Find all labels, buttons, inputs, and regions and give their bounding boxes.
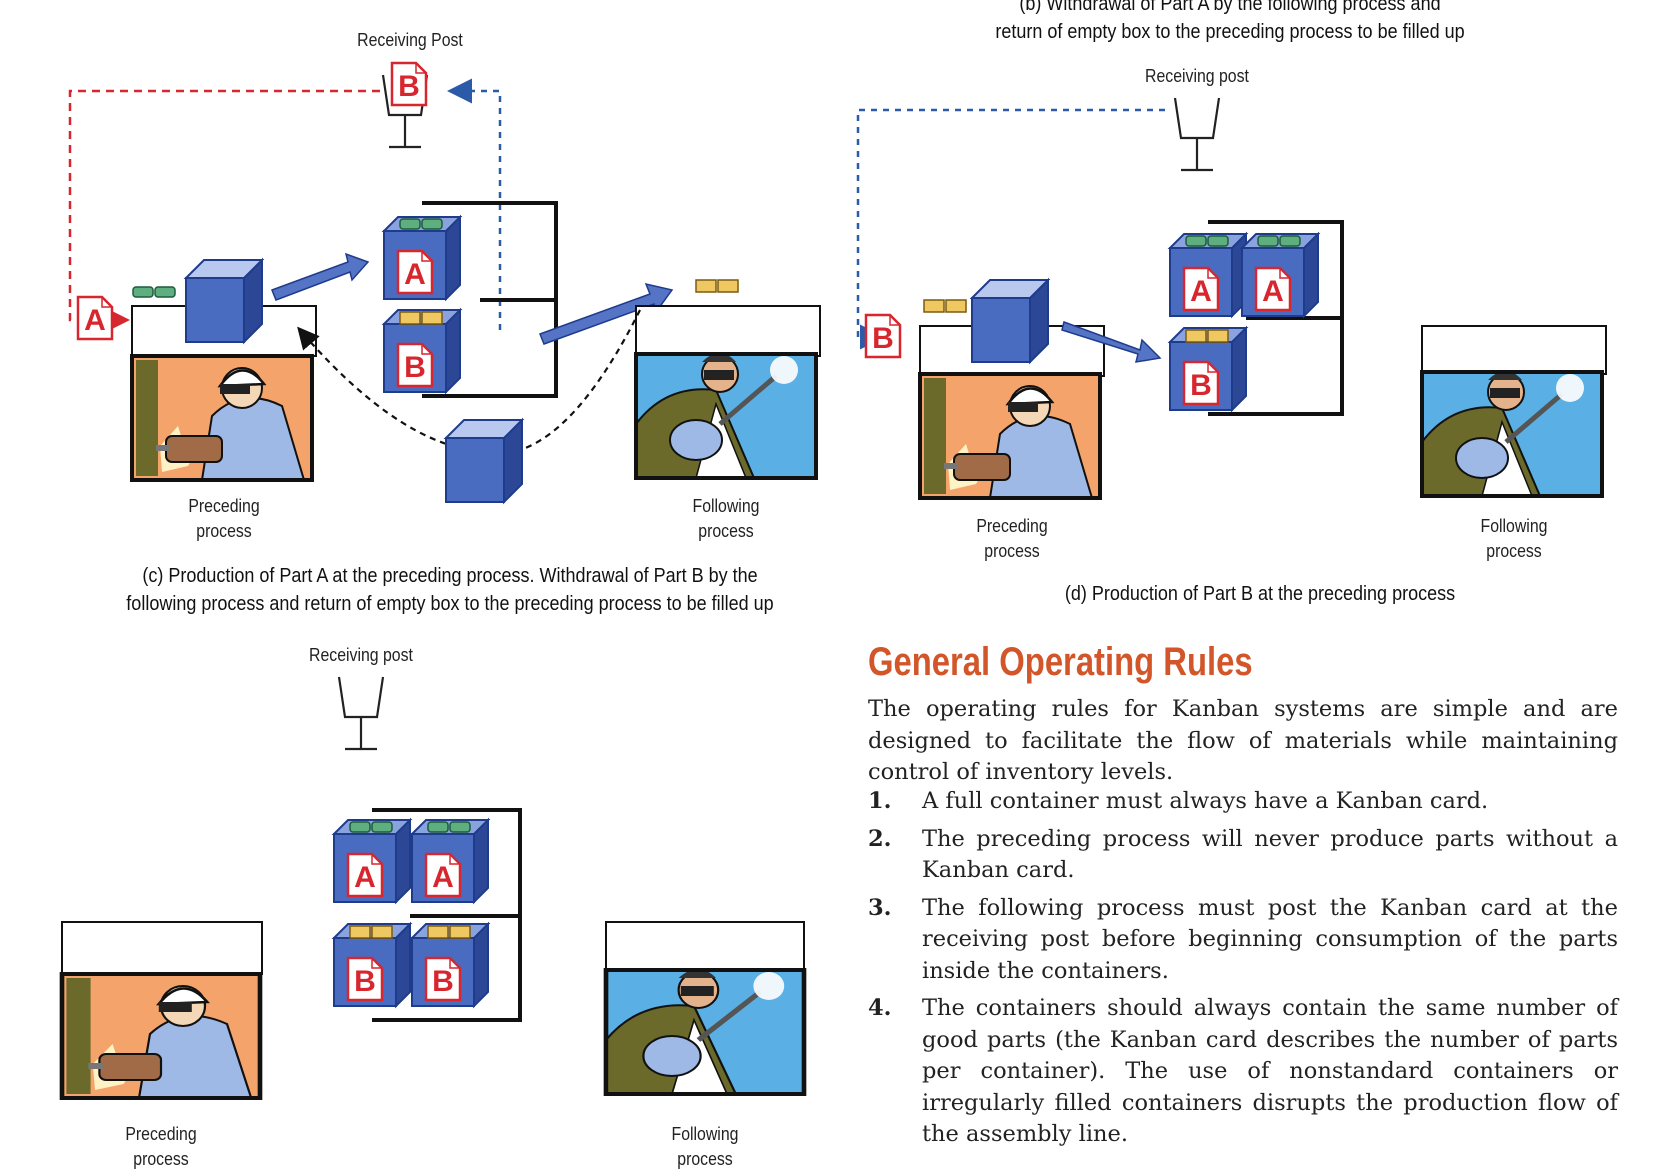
rule-text: The containers should always contain the… <box>922 995 1618 1147</box>
flow-arrow <box>1061 321 1162 363</box>
svg-text:A: A <box>354 861 376 894</box>
rule-text: The preceding process will never produce… <box>922 825 1618 884</box>
following-label: Following <box>671 1124 739 1144</box>
full-container-a: A <box>1241 233 1319 317</box>
full-container-a: A <box>411 819 489 903</box>
preceding-process-illustration <box>62 974 260 1098</box>
receiving-post-label: Receiving post <box>1145 66 1249 86</box>
svg-text:B: B <box>398 70 420 103</box>
svg-text:B: B <box>1190 369 1212 402</box>
full-container-a: A <box>333 819 411 903</box>
preceding-label: process <box>984 541 1040 561</box>
dashed-flow-blue <box>447 78 502 330</box>
full-container-b: B <box>411 923 489 1007</box>
svg-text:A: A <box>404 258 426 291</box>
svg-text:A: A <box>1262 275 1284 308</box>
rule-text: The following process must post the Kanb… <box>922 894 1618 984</box>
svg-text:B: B <box>354 965 376 998</box>
following-label: process <box>1486 541 1542 561</box>
diagram-e: A A B B <box>62 675 804 1098</box>
section-heading: General Operating Rules <box>868 640 1253 684</box>
preceding-process-illustration <box>918 372 1102 500</box>
svg-text:A: A <box>432 861 454 894</box>
diagram-d: B A A B <box>856 96 1607 500</box>
empty-box <box>971 279 1049 363</box>
preceding-label: Preceding <box>125 1124 197 1144</box>
preceding-label: Preceding <box>188 496 260 516</box>
following-label: process <box>698 521 754 541</box>
following-label: Following <box>692 496 760 516</box>
kanban-card-process-d: B <box>864 313 902 359</box>
kanban-card-post-c: B <box>390 61 428 107</box>
intro-paragraph: The operating rules for Kanban systems a… <box>868 696 1618 785</box>
svg-text:B: B <box>872 322 894 355</box>
flow-arrow <box>271 252 370 301</box>
returning-empty-box <box>445 419 523 503</box>
following-process-illustration <box>636 353 816 478</box>
preceding-label: process <box>133 1149 189 1169</box>
full-container-b: B <box>383 309 461 393</box>
caption-c-line-2: following process and return of empty bo… <box>126 593 774 615</box>
preceding-label: Preceding <box>976 516 1048 536</box>
rule-item: 1. A full container must always have a K… <box>868 786 1618 818</box>
empty-box <box>185 259 263 343</box>
following-label: Following <box>1480 516 1548 536</box>
svg-text:A: A <box>1190 275 1212 308</box>
rule-item: 4. The containers should always contain … <box>868 993 1618 1151</box>
diagram-c: B A A B <box>68 61 821 503</box>
following-label: process <box>677 1149 733 1169</box>
rule-number: 4. <box>868 995 892 1021</box>
caption-c-line-1: (c) Production of Part A at the precedin… <box>142 565 758 587</box>
receiving-post-label: Receiving post <box>309 645 413 665</box>
dashed-return-path <box>297 309 641 454</box>
rule-item: 3. The following process must post the K… <box>868 893 1618 988</box>
full-container-b: B <box>1169 327 1247 411</box>
receiving-post-label: Receiving Post <box>357 30 463 50</box>
full-container-b: B <box>333 923 411 1007</box>
svg-text:B: B <box>432 965 454 998</box>
receiving-post-d <box>1173 96 1221 172</box>
preceding-label: process <box>196 521 252 541</box>
full-container-a: A <box>383 216 461 300</box>
svg-text:A: A <box>84 304 106 337</box>
rules-list: 1. A full container must always have a K… <box>868 786 1618 1157</box>
rule-text: A full container must always have a Kanb… <box>922 788 1489 814</box>
following-process-illustration <box>1422 371 1602 496</box>
rule-number: 2. <box>868 825 892 852</box>
flow-arrow <box>539 282 674 345</box>
full-container-a: A <box>1169 233 1247 317</box>
rule-item: 2. The preceding process will never prod… <box>868 824 1618 887</box>
rule-number: 3. <box>868 894 892 921</box>
following-process-illustration <box>606 969 804 1094</box>
svg-text:B: B <box>404 351 426 384</box>
rule-number: 1. <box>868 788 892 814</box>
kanban-card-process-c: A <box>76 295 114 341</box>
caption-b-line-1: (b) Withdrawal of Part A by the followin… <box>1019 0 1441 15</box>
caption-b-line-2: return of empty box to the preceding pro… <box>995 21 1465 43</box>
preceding-process-illustration <box>130 354 314 482</box>
receiving-post-e <box>337 675 385 751</box>
caption-d: (d) Production of Part B at the precedin… <box>1064 583 1456 605</box>
